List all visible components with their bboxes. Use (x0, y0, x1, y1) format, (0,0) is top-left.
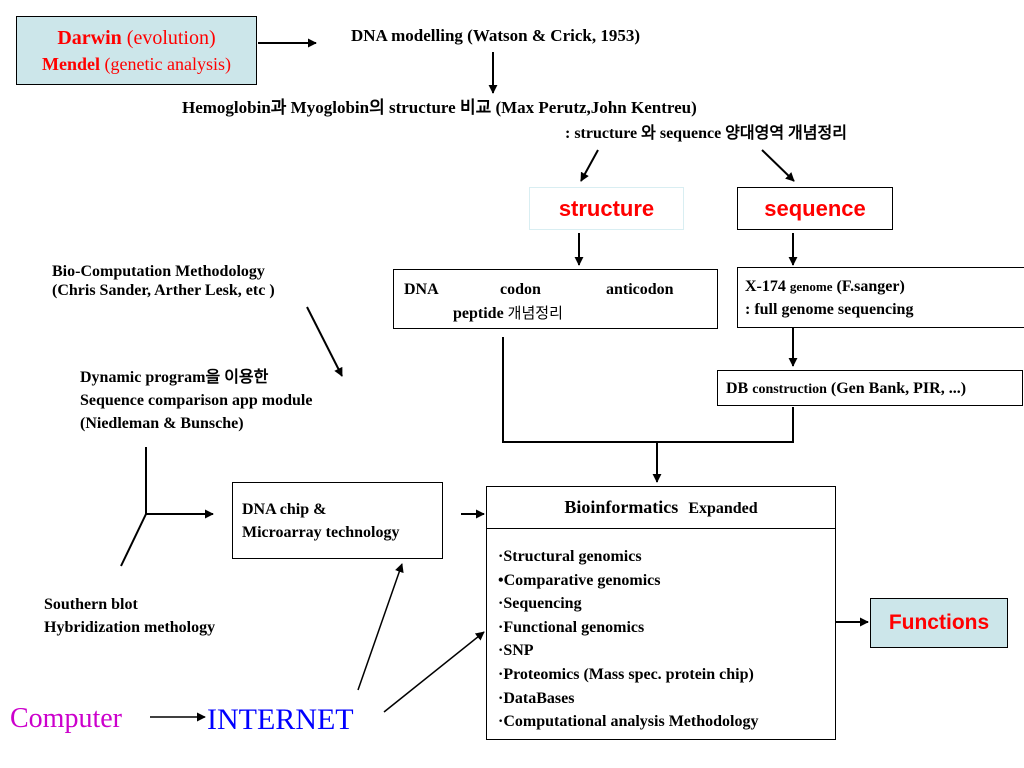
structure-box: structure (529, 187, 684, 230)
bioinformatics-header: Bioinformatics Expanded (487, 487, 835, 529)
dynamic-program-line1: Dynamic program을 이용한 (80, 369, 269, 386)
arrow-internet-to-bioinfo (383, 631, 485, 713)
bioinformatics-item: ·Functional genomics (498, 618, 645, 636)
peptide-text: peptide (453, 305, 504, 322)
dna-chip-line1: DNA chip & (242, 501, 327, 518)
bioinformatics-list: ·Structural genomics •Comparative genomic… (487, 529, 835, 734)
hemoglobin-line2: : structure 와 sequence 양대영역 개념정리 (565, 125, 847, 142)
southern-blot-text: Southern blot Hybridization methology (44, 593, 215, 639)
genbank-label: (Gen Bank, PIR, ...) (830, 380, 967, 397)
line-diagonal-junction (120, 513, 147, 567)
bioinformatics-item: ·DataBases (498, 689, 575, 707)
arrow-biocomp-to-dynamic (306, 306, 343, 377)
functions-box: Functions (870, 598, 1008, 648)
arrow-internet-to-chip (357, 563, 404, 691)
dynamic-program-line2: Sequence comparison app module (80, 392, 313, 410)
dna-chip-box: DNA chip & Microarray technology (232, 482, 443, 559)
genome-label: genome (789, 279, 833, 294)
bioinformatics-item: •Comparative genomics (498, 571, 661, 589)
sanger-label: (F.sanger) (836, 278, 905, 295)
dna-modelling-label: DNA modelling (Watson & Crick, 1953) (351, 26, 640, 45)
x174-label: X-174 (745, 278, 786, 295)
merge-line (502, 337, 794, 443)
x174-line1: X-174 genome (F.sanger) (745, 275, 1024, 298)
mendel-label: Mendel (42, 54, 101, 74)
dna-codon-box: DNA codon anticodon peptide 개념정리 (393, 269, 718, 329)
functions-label: Functions (888, 611, 990, 634)
bioinformatics-item: ·Computational analysis Methodology (498, 713, 759, 731)
structure-label: structure (558, 196, 655, 221)
sequence-label: sequence (764, 196, 866, 221)
anticodon-label: anticodon (606, 281, 674, 298)
bioinformatics-title: Bioinformatics (564, 497, 679, 517)
arrow-to-structure (580, 149, 599, 182)
darwin-label: Darwin (57, 27, 122, 49)
genetic-analysis-label: (genetic analysis) (100, 54, 231, 74)
codon-label: codon (500, 281, 541, 298)
construction-label: construction (752, 382, 827, 397)
darwin-line: Darwin (evolution) (17, 25, 256, 52)
bioinformatics-item: ·SNP (498, 642, 534, 660)
peptide-note: 개념정리 (507, 306, 563, 322)
db-line: DB construction (Gen Bank, PIR, ...) (726, 380, 966, 397)
evolution-label: (evolution) (121, 27, 216, 49)
southern-blot-line2: Hybridization methology (44, 619, 216, 637)
hemoglobin-line1: Hemoglobin과 Myoglobin의 structure 비교 (Max… (182, 98, 697, 117)
bioinformatics-box: Bioinformatics Expanded ·Structural geno… (486, 486, 836, 740)
internet-label: INTERNET (207, 703, 354, 736)
bio-computation-line2: (Chris Sander, Arther Lesk, etc ) (52, 282, 275, 300)
dynamic-program-line3: (Niedleman & Bunsche) (80, 415, 244, 433)
computer-label: Computer (10, 703, 122, 734)
dna-chip-line2: Microarray technology (242, 524, 400, 542)
sequence-box: sequence (737, 187, 893, 230)
db-construction-box: DB construction (Gen Bank, PIR, ...) (717, 370, 1023, 406)
x174-box: X-174 genome (F.sanger) : full genome se… (737, 267, 1024, 328)
arrow-to-sequence (761, 149, 795, 182)
bioinformatics-item: ·Proteomics (Mass spec. protein chip) (498, 665, 754, 683)
x174-line2: : full genome sequencing (745, 301, 914, 319)
darwin-mendel-box: Darwin (evolution) Mendel (genetic analy… (16, 16, 257, 85)
bioinformatics-item: ·Structural genomics (498, 548, 642, 565)
dna-label: DNA (404, 281, 439, 298)
mendel-line: Mendel (genetic analysis) (17, 52, 256, 76)
bioinformatics-item: ·Sequencing (498, 595, 582, 613)
bio-computation-line1: Bio-Computation Methodology (52, 263, 265, 280)
southern-blot-line1: Southern blot (44, 596, 138, 613)
peptide-label: peptide 개념정리 (453, 302, 563, 326)
bio-computation-text: Bio-Computation Methodology (Chris Sande… (52, 260, 275, 302)
dynamic-program-text: Dynamic program을 이용한 Sequence comparison… (80, 366, 312, 436)
expanded-label: Expanded (688, 500, 758, 517)
db-prefix: DB (726, 380, 749, 397)
